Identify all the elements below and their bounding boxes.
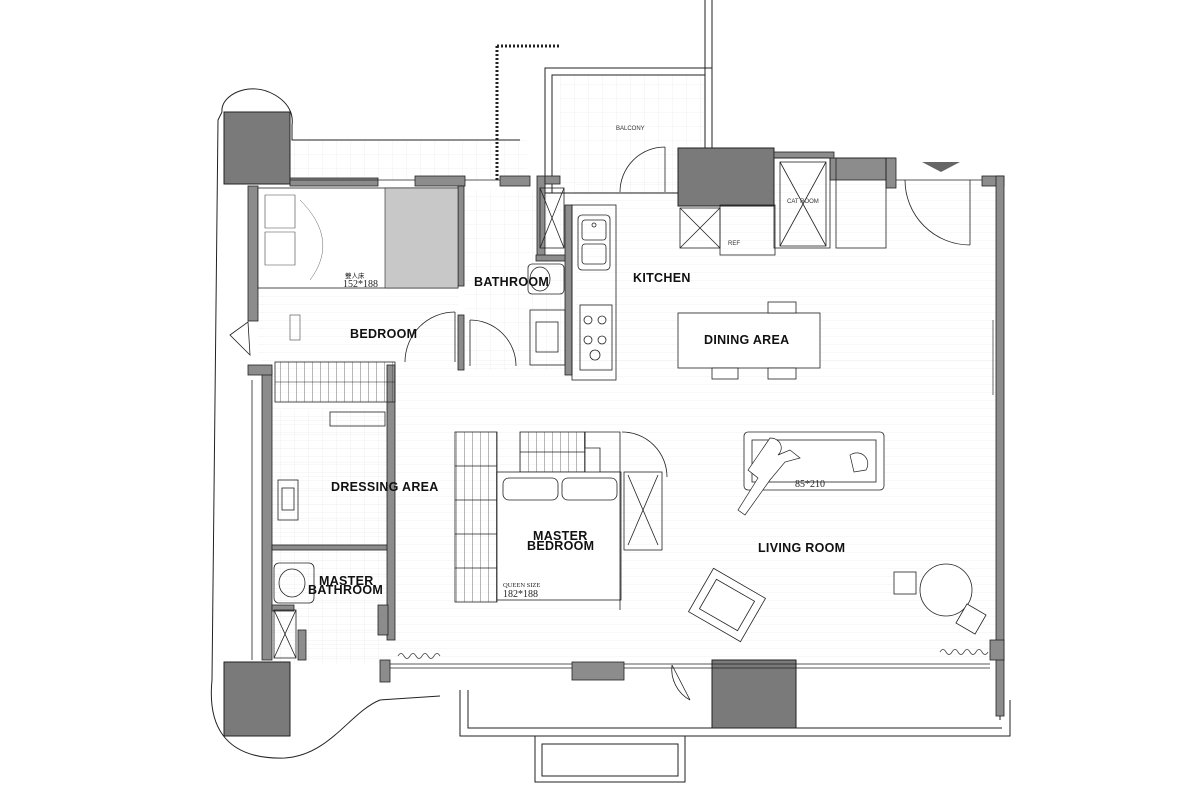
double-bed-type: 雙人床 xyxy=(345,271,365,280)
queen-bed-size: 182*188 xyxy=(503,589,538,600)
kitchen-counter xyxy=(571,204,617,381)
queen-bed xyxy=(496,471,622,601)
bedroom-label: BEDROOM xyxy=(350,327,417,341)
balcony: BALCONY xyxy=(616,126,645,132)
desk xyxy=(289,314,301,341)
kitchen-label: KITCHEN xyxy=(633,271,691,285)
round-table xyxy=(919,563,973,617)
kitchen: REF KITCHEN xyxy=(571,204,776,381)
bathroom-label: BATHROOM xyxy=(474,275,549,289)
bedroom-furniture: 雙人床 152*188 BEDROOM xyxy=(257,187,459,403)
dining-area-label: DINING AREA xyxy=(704,333,789,347)
master-bathroom-label-2: BATHROOM xyxy=(308,583,383,597)
master-bathroom-label-1: MASTER xyxy=(319,574,374,588)
curtains xyxy=(397,320,994,659)
floor-textures xyxy=(258,75,997,665)
master-shower xyxy=(273,609,297,659)
walls xyxy=(247,151,1005,717)
dining-chair xyxy=(767,367,797,380)
toilet xyxy=(527,263,565,295)
master-wardrobe-left xyxy=(454,431,498,603)
structural-columns xyxy=(223,111,797,737)
dining-area: DINING AREA xyxy=(677,301,821,380)
bathroom-fixtures: BATHROOM xyxy=(474,187,566,366)
dressing-sink xyxy=(277,479,299,521)
person-icon xyxy=(737,437,801,516)
master-bedroom-label-1: MASTER xyxy=(533,529,588,543)
bath-sink xyxy=(529,309,566,366)
master-bedroom-label-2: BEDROOM xyxy=(527,539,594,553)
dining-table xyxy=(677,312,821,369)
living-room-label: LIVING ROOM xyxy=(758,541,845,555)
stove-icon xyxy=(579,304,613,371)
site-outline xyxy=(210,0,1011,783)
dining-chair xyxy=(767,301,797,314)
dining-chair xyxy=(711,367,739,380)
cat-room-label: CAT ROOM xyxy=(787,199,819,205)
fridge-label: REF xyxy=(728,241,740,247)
doors xyxy=(229,146,971,701)
stool xyxy=(893,571,917,595)
entrance-arrow-icon xyxy=(922,162,960,172)
dressing-area: DRESSING AREA xyxy=(277,411,439,521)
kitchen-sink xyxy=(577,214,611,271)
double-bed-size: 152*188 xyxy=(343,279,378,290)
living-room: 85*210 LIVING ROOM xyxy=(687,431,987,643)
stool xyxy=(955,603,987,635)
bed-shade xyxy=(384,187,459,289)
shower xyxy=(539,187,565,249)
master-bedroom: MASTER BEDROOM QUEEN SIZE 182*188 xyxy=(454,431,663,610)
window-lines xyxy=(251,179,990,669)
master-bathroom: MASTER BATHROOM xyxy=(273,562,383,659)
cat-room: CAT ROOM xyxy=(773,157,960,249)
sofa-size: 85*210 xyxy=(795,479,825,490)
balcony-label: BALCONY xyxy=(616,126,645,132)
armchair xyxy=(687,567,767,643)
queen-bed-type: QUEEN SIZE xyxy=(503,582,540,589)
dressing-area-label: DRESSING AREA xyxy=(331,480,439,494)
master-toilet xyxy=(273,562,315,604)
